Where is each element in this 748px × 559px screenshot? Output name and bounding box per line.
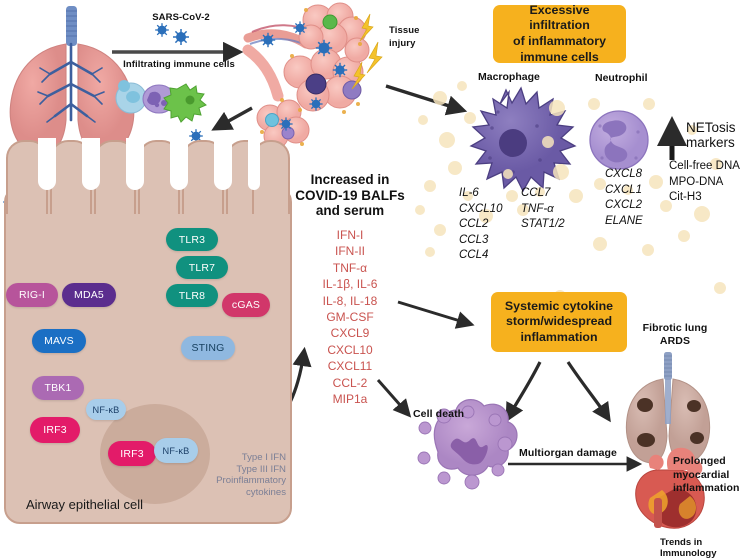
fibrotic-line2: ARDS [659, 335, 691, 347]
macrophage-gene-list-col2: CCL7 TNF-α STAT1/2 [521, 186, 585, 233]
gene-item: IL-6 [459, 187, 479, 199]
protein-node-tlr7: TLR7 [176, 256, 228, 279]
fibrotic-lung-label: Fibrotic lung ARDS [636, 322, 714, 348]
callout-line-2: of inflammatory [513, 34, 606, 48]
macrophage-label: Macrophage [478, 71, 540, 83]
macrophage-gene-list-col1: IL-6 CXCL10 CCL2 CCL3 CCL4 [459, 186, 519, 264]
callout-cytokine-storm: Systemic cytokine storm/widespread infla… [491, 292, 627, 352]
center-panel-title: Increased in COVID-19 BALFs and serum [286, 172, 414, 219]
cytokine-item: IL-1β, IL-6 [322, 277, 378, 292]
cytokine-item: GM-CSF [326, 310, 374, 325]
output-line: Type I IFN [241, 452, 286, 463]
gene-item: CCL7 [521, 187, 551, 199]
cytokine-item: CCL-2 [332, 375, 368, 390]
systemic-diverging-arrows [505, 361, 611, 423]
gene-item: CXCL2 [605, 199, 643, 211]
cytokine-item: CXCL10 [327, 342, 373, 357]
cytokine-list: IFN-I IFN-II TNF-α IL-1β, IL-6 IL-8, IL-… [286, 227, 414, 407]
netosis-marker-list: Cell-free DNA MPO-DNA Cit-H3 [669, 159, 740, 206]
protein-node-cgas: cGAS [222, 293, 270, 317]
gene-item: CCL2 [459, 218, 489, 230]
netosis-marker-item: Cit-H3 [669, 191, 702, 203]
callout-line-3: immune cells [520, 49, 599, 64]
tissue-injury-label: Tissue injury [389, 25, 420, 49]
storm-line-2: storm/widespread [505, 314, 613, 329]
gene-item: CXCL1 [605, 183, 643, 196]
protein-node-nfkb-cytoplasm: NF-κB [86, 399, 126, 420]
gene-item: CCL3 [459, 233, 489, 246]
storm-line-1: Systemic cytokine [504, 298, 614, 313]
neutrophil-gene-list: CXCL8 CXCL1 CXCL2 ELANE [605, 167, 665, 229]
fibrotic-line1: Fibrotic lung [642, 322, 708, 334]
immune-cell-trio [115, 80, 207, 123]
storm-line-3: inflammation [520, 329, 598, 344]
fibrotic-lung-illustration [625, 352, 711, 464]
output-line: cytokines [246, 486, 286, 498]
netosis-title: NETosis markers [686, 120, 736, 150]
center-title-line1: Increased in [310, 172, 390, 187]
sars-cov-2-virion-icon [170, 26, 192, 48]
protein-node-mda5: MDA5 [62, 283, 116, 307]
callout-excessive-infiltration: Excessive infiltration of inflammatory i… [493, 2, 626, 64]
myocardial-line: inflammation [673, 482, 740, 494]
gene-item: TNF-α [521, 202, 554, 215]
myocardial-inflammation-label: Prolonged myocardial inflammation [673, 455, 745, 496]
cytokine-item: MIP1a [332, 392, 368, 407]
output-line: Type III IFN [236, 463, 286, 475]
cytokine-item: IFN-II [335, 244, 365, 259]
protein-node-nfkb-nuclear: NF-κB [154, 438, 198, 463]
multiorgan-damage-label: Multiorgan damage [519, 447, 617, 459]
cytokine-item: IFN-I [336, 228, 364, 242]
macrophage-cell [469, 86, 577, 193]
gene-item: ELANE [605, 214, 643, 227]
figure-footer: Trends in Immunology [660, 537, 717, 559]
protein-node-tlr8: TLR8 [166, 284, 218, 307]
infiltrating-immune-cells-label: Infiltrating immune cells [123, 59, 235, 70]
protein-node-irf3: IRF3 [30, 417, 80, 443]
return-arrow [211, 106, 253, 131]
netosis-title-line1: NETosis [686, 120, 736, 135]
protein-node-mavs: MAVS [32, 329, 86, 353]
protein-node-tlr3: TLR3 [166, 228, 218, 251]
gene-item: CCL4 [459, 249, 489, 261]
pathway-output-text: Type I IFN Type III IFN Proinflammatory … [196, 452, 286, 498]
callout-line-1: Excessive infiltration [529, 2, 590, 33]
gene-item: CXCL10 [459, 202, 503, 215]
cytokine-item: IL-8, IL-18 [322, 293, 378, 308]
cytokine-item: TNF-α [332, 260, 368, 275]
virion-group [260, 21, 348, 131]
myocardial-line: Prolonged [673, 455, 726, 467]
neutrophil-label: Neutrophil [595, 72, 648, 84]
sars-cov-2-label: SARS-CoV-2 [152, 12, 210, 23]
protein-node-sting: STING [181, 336, 235, 360]
to-immune-cells-arrow [385, 84, 468, 116]
cytokine-item: CXCL11 [327, 359, 373, 374]
epithelial-villi [4, 138, 290, 214]
protein-node-rig-i: RIG-I [6, 283, 58, 307]
cytokine-item: CXCL9 [330, 326, 370, 341]
output-line: Proinflammatory [216, 475, 286, 487]
cell-death-label: Cell death [413, 408, 465, 420]
netosis-marker-item: MPO-DNA [669, 175, 724, 188]
netosis-marker-item: Cell-free DNA [669, 160, 740, 172]
center-title-line2: COVID-19 BALFs [295, 187, 405, 203]
protein-node-tbk1: TBK1 [32, 376, 84, 400]
neutrophil-cell [589, 110, 649, 170]
myocardial-line: myocardial [673, 468, 730, 481]
gene-item: STAT1/2 [521, 218, 565, 230]
protein-node-irf3-nuclear: IRF3 [108, 441, 156, 466]
gene-item: CXCL8 [605, 168, 643, 180]
center-title-line3: and serum [315, 203, 385, 218]
airway-epithelial-cell-label: Airway epithelial cell [26, 497, 144, 512]
lung-illustration [9, 6, 135, 156]
netosis-title-line2: markers [686, 135, 735, 150]
